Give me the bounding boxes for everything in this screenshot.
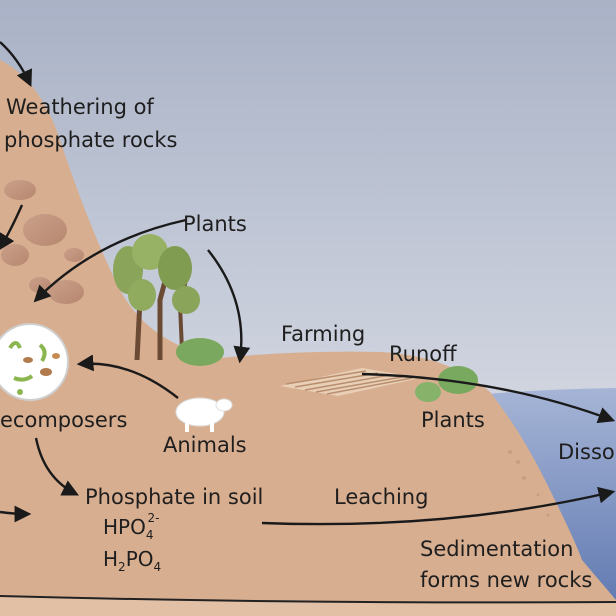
bush-left	[176, 338, 224, 366]
label-farming: Farming	[281, 322, 366, 346]
label-decomposers: ecomposers	[0, 408, 128, 432]
bedrock-line	[0, 595, 616, 604]
h2po4-po: PO	[125, 547, 154, 571]
label-sedimentation-line2: forms new rocks	[420, 568, 593, 592]
label-weathering-line1: Weathering of	[6, 95, 154, 119]
land-mass	[0, 60, 616, 616]
sheep-illustration	[175, 397, 233, 432]
cycle-arrows	[0, 41, 616, 526]
label-leaching: Leaching	[334, 485, 429, 509]
h2po4-sub2: 4	[153, 560, 162, 574]
arrow-runoff	[361, 372, 616, 424]
arrow-plants-to-animals	[207, 249, 251, 364]
label-h2po4: H2PO4	[103, 548, 161, 575]
label-sedimentation-line1: Sedimentation	[420, 537, 574, 561]
label-hpo4: HPO4 2-	[103, 511, 165, 543]
label-dissolved: Disso	[558, 440, 615, 464]
decomposers-illustration	[0, 323, 69, 401]
hpo4-sub: 4	[145, 528, 154, 542]
h2po4-h: H	[103, 547, 119, 571]
arrow-leaching	[261, 486, 616, 526]
label-plants-top: Plants	[183, 212, 247, 236]
h2po4-sub1: 2	[118, 560, 126, 574]
bush-right-b	[415, 382, 441, 402]
label-phosphate-in-soil: Phosphate in soil	[85, 485, 264, 509]
arrow-decomposers-to-soil	[34, 437, 80, 496]
arrow-animals-to-decomposers	[76, 354, 179, 399]
arrow-left-to-soil	[0, 505, 32, 523]
hpo4-base: HPO	[103, 515, 146, 539]
arrow-to-rock-left	[0, 204, 24, 251]
trees	[113, 234, 200, 361]
arrow-plants-to-soil	[33, 218, 187, 303]
hpo4-sup: 2-	[147, 511, 160, 526]
label-runoff: Runoff	[389, 342, 457, 366]
bedrock-band	[0, 596, 616, 616]
sediment-dots	[508, 450, 550, 517]
arrow-weathering	[0, 41, 32, 88]
bush-right-a	[438, 366, 478, 394]
label-animals: Animals	[163, 433, 247, 457]
label-plants-bottom: Plants	[421, 408, 485, 432]
label-weathering-line2: phosphate rocks	[4, 128, 178, 152]
